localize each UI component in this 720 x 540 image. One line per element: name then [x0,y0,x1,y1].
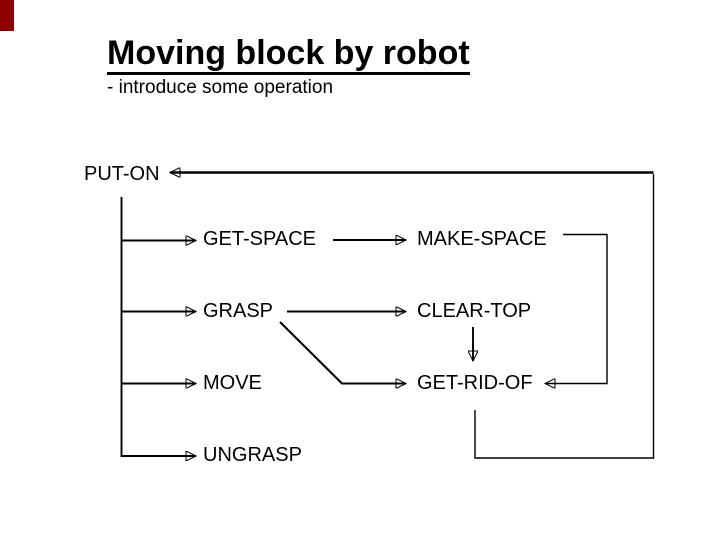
slide-subtitle: - introduce some operation [107,77,334,98]
node-make-space: MAKE-SPACE [417,228,547,250]
node-get-space: GET-SPACE [203,228,316,250]
node-move: MOVE [203,372,262,394]
node-get-rid-of: GET-RID-OF [417,372,533,394]
corner-mark [0,0,14,31]
slide-title: Moving block by robot [107,36,470,75]
edge-makespace-getridof [545,233,608,384]
edge-getridof-loop [474,174,655,459]
node-put-on: PUT-ON [84,163,160,185]
edge-grasp-getridof [279,321,406,384]
node-grasp: GRASP [203,300,274,322]
node-clear-top: CLEAR-TOP [417,300,532,322]
node-ungrasp: UNGRASP [203,444,302,466]
edge-puton-ungrasp [120,197,197,456]
